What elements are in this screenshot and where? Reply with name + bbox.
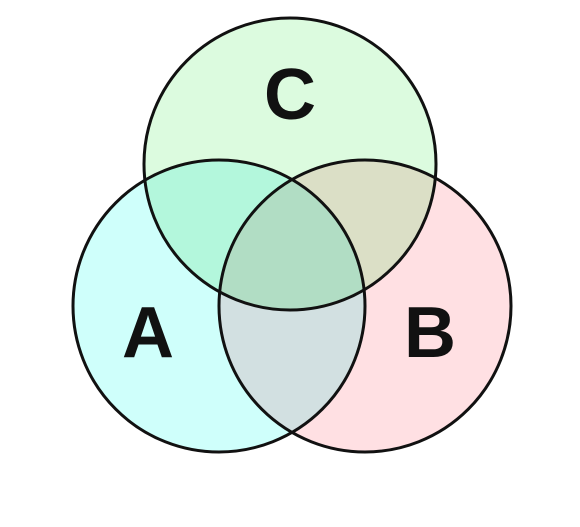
set-label-c: C <box>264 55 316 135</box>
circle-b-outline <box>217 158 513 454</box>
circle-c-outline <box>142 16 438 312</box>
set-label-a: A <box>122 293 174 373</box>
circle-a-outline <box>71 158 367 454</box>
set-label-b: B <box>404 293 456 373</box>
